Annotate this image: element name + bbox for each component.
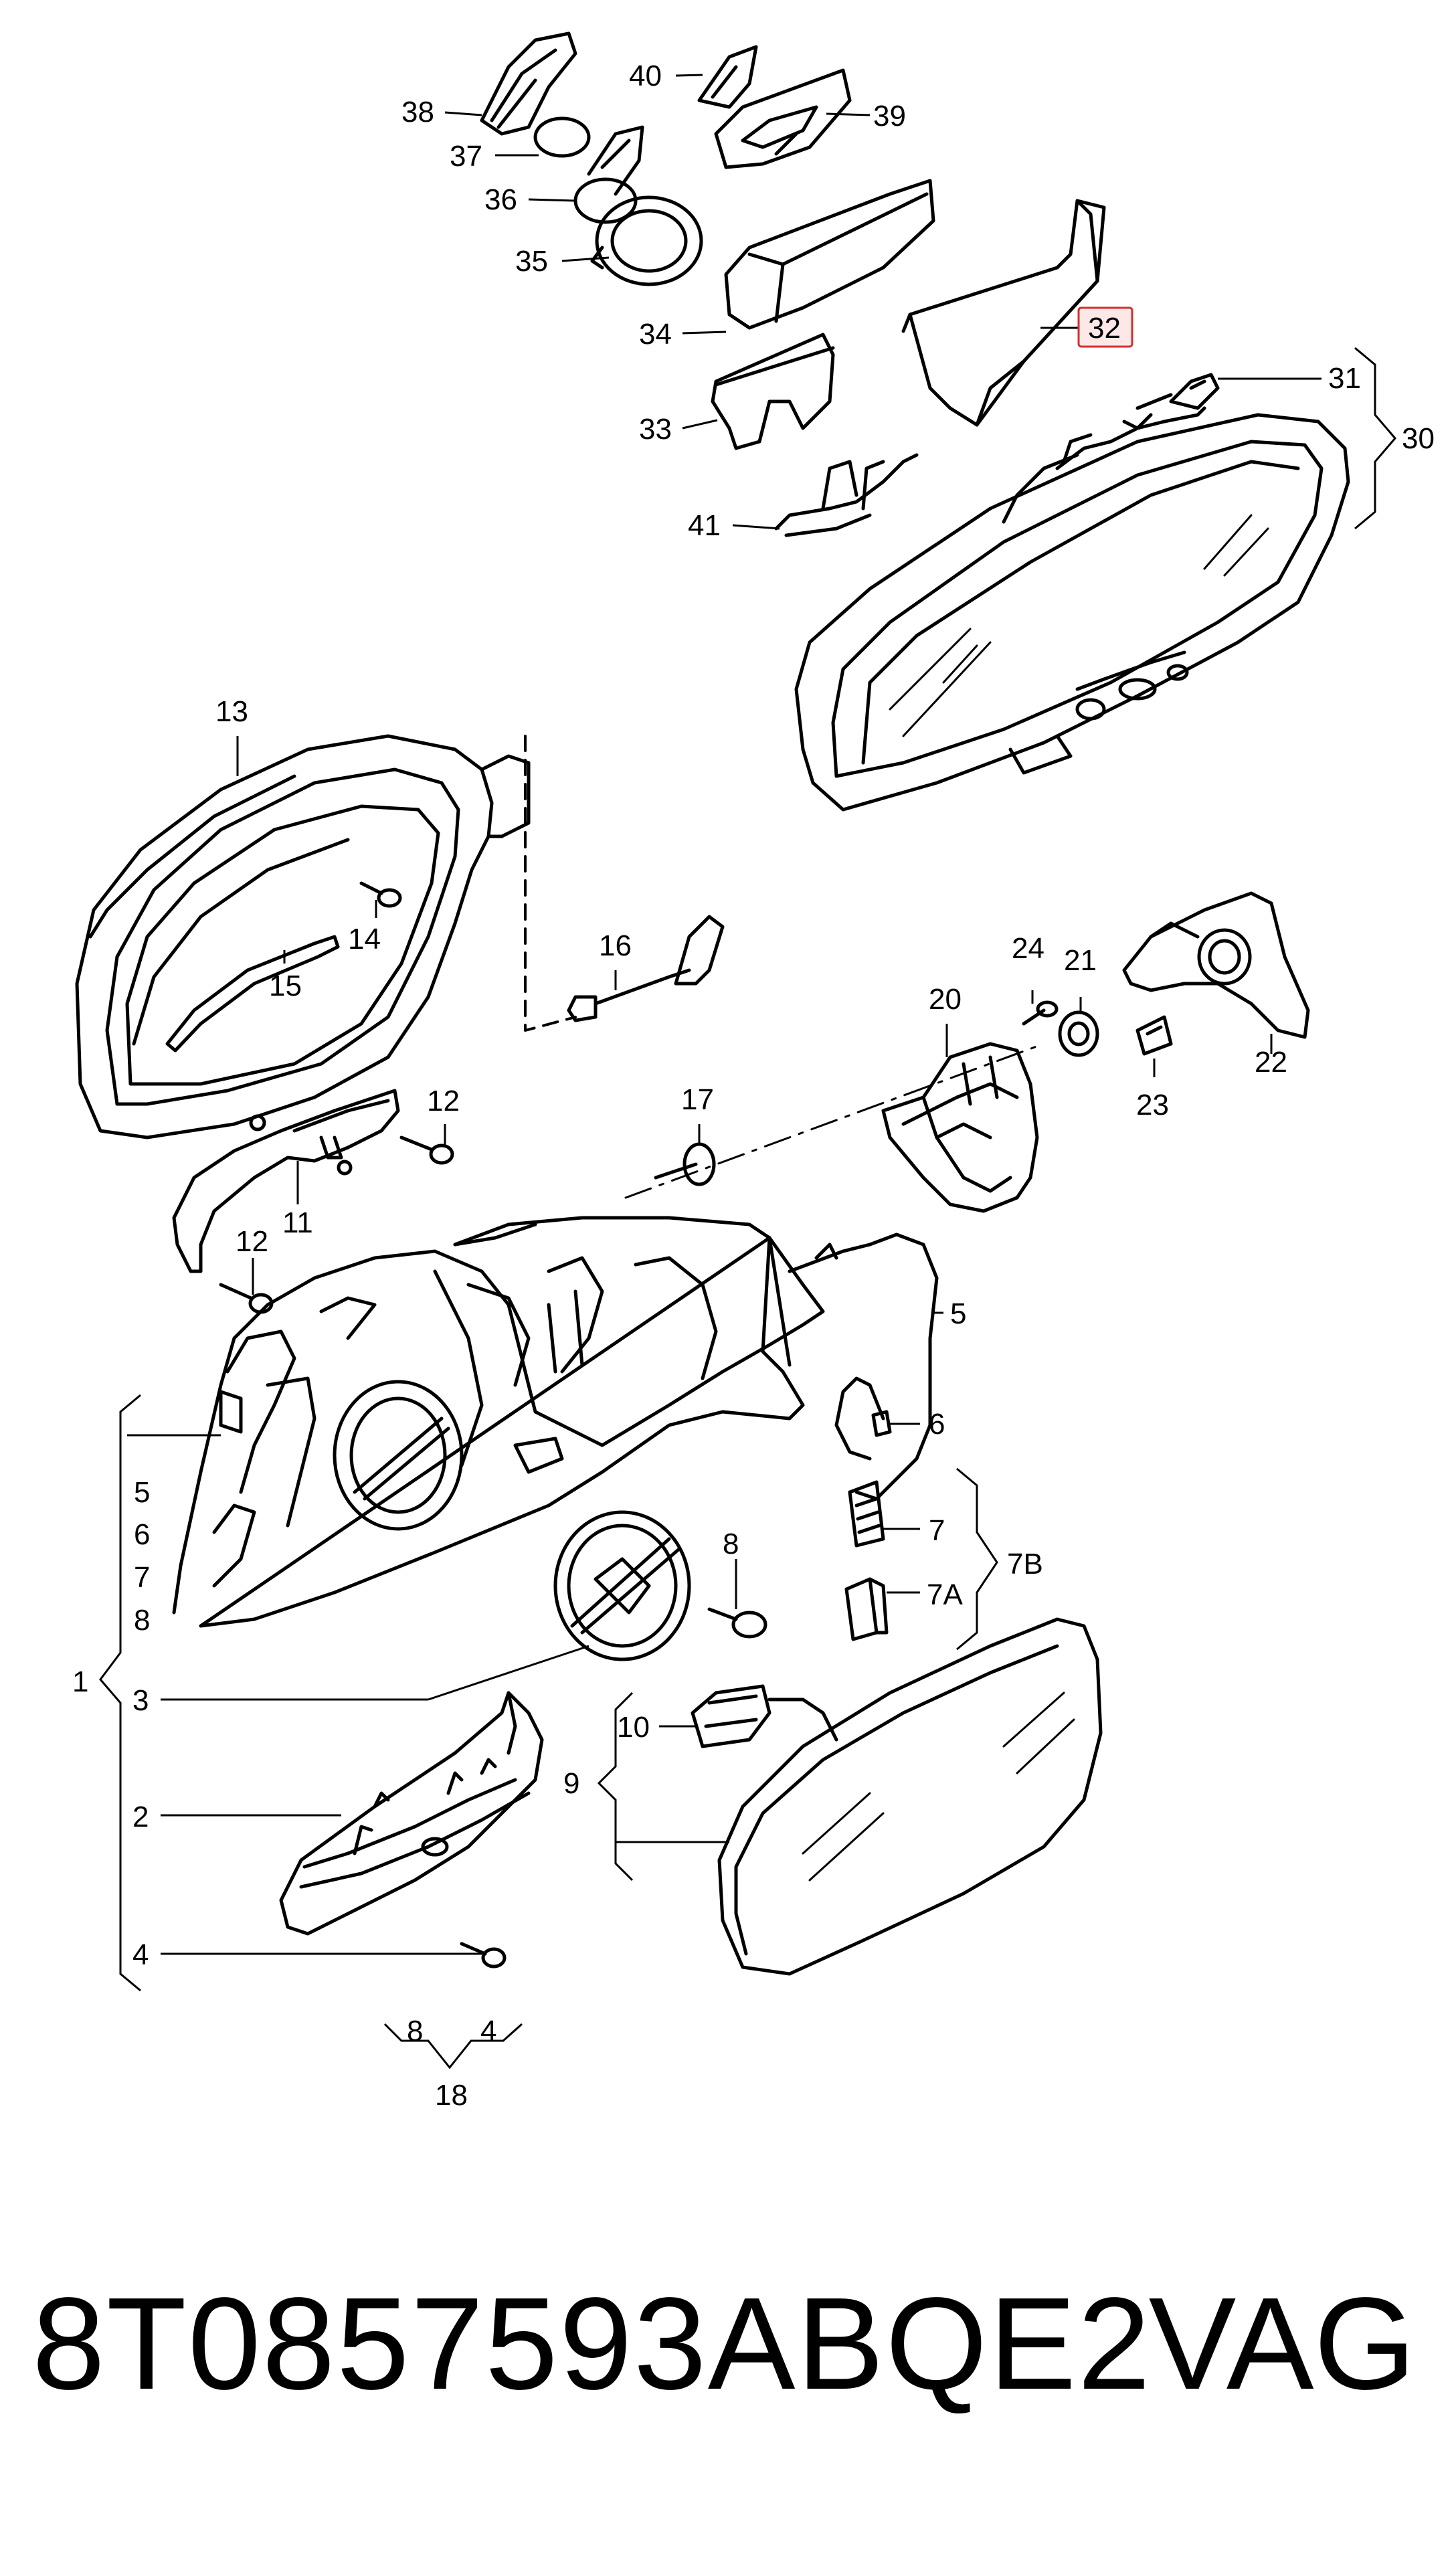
part-14-screw xyxy=(359,881,402,908)
part-label-31: 31 xyxy=(1328,362,1361,395)
part-label-8-screw: 8 xyxy=(723,1528,739,1560)
part-34-housing-cover xyxy=(724,179,935,330)
part-label-7: 7 xyxy=(929,1514,945,1547)
part-24-screw xyxy=(1022,1000,1059,1026)
part-22-base-cover xyxy=(1122,891,1310,1039)
part-label-36: 36 xyxy=(484,183,517,216)
part-label-33: 33 xyxy=(639,413,672,446)
part-label-18: 18 xyxy=(435,2079,468,2112)
part-6-connector xyxy=(871,1410,892,1437)
bracket-1 xyxy=(99,1394,141,1992)
part-label-5-list: 5 xyxy=(134,1476,150,1509)
part-label-30: 30 xyxy=(1402,422,1435,455)
part-label-15: 15 xyxy=(269,970,302,1002)
part-23-clip xyxy=(1135,1015,1173,1056)
part-2-lower-cover xyxy=(279,1691,544,1936)
part-label-6-connector: 6 xyxy=(929,1408,945,1441)
part-41-spring-clip xyxy=(774,453,919,537)
part-label-8-kit: 8 xyxy=(407,2015,423,2047)
part-label-7b: 7B xyxy=(1007,1548,1043,1580)
part-label-32: 32 xyxy=(1088,312,1121,345)
highlight-box-32 xyxy=(1077,306,1133,348)
part-label-11: 11 xyxy=(282,1206,313,1239)
part-10-heater-connector xyxy=(691,1684,838,1748)
part-5-wiring-harness xyxy=(788,1232,939,1501)
part-label-39: 39 xyxy=(873,100,906,132)
part-label-1: 1 xyxy=(72,1665,88,1698)
part-38-bracket xyxy=(480,31,577,136)
part-11-bracket xyxy=(172,1089,400,1273)
part-12-screw-upper xyxy=(399,1135,454,1165)
part-36-connector xyxy=(573,125,644,224)
part-20-motor-bracket xyxy=(881,1042,1039,1213)
part-31-connector xyxy=(1122,373,1220,430)
part-label-22: 22 xyxy=(1255,1046,1287,1079)
part-label-14: 14 xyxy=(348,923,381,955)
part-label-6-list: 6 xyxy=(134,1518,150,1551)
part-7-connector-housing xyxy=(848,1480,885,1548)
part-label-3: 3 xyxy=(132,1684,149,1717)
part-label-38: 38 xyxy=(401,96,434,128)
part-15-trim-strip xyxy=(165,935,340,1053)
part-label-40: 40 xyxy=(629,60,662,92)
part-4-screw xyxy=(460,1942,507,1969)
part-label-20: 20 xyxy=(929,983,962,1016)
part-label-41: 41 xyxy=(688,509,721,542)
part-label-23: 23 xyxy=(1136,1089,1169,1121)
part-label-13: 13 xyxy=(215,695,248,728)
part-37-o-ring xyxy=(533,116,591,158)
part-3-adjust-disc xyxy=(553,1510,691,1661)
part-7a-connector-housing xyxy=(844,1577,889,1641)
part-label-17: 17 xyxy=(681,1083,714,1116)
part-label-12-lower: 12 xyxy=(236,1225,268,1258)
part-label-35: 35 xyxy=(515,245,548,278)
part-8-screw xyxy=(707,1607,767,1639)
part-9-mirror-glass xyxy=(717,1617,1103,1976)
bracket-9 xyxy=(597,1692,634,1882)
part-label-37: 37 xyxy=(450,140,482,173)
bracket-7b xyxy=(956,1467,998,1651)
part-33-lower-cover xyxy=(711,333,835,450)
part-label-12-upper: 12 xyxy=(427,1085,460,1117)
part-1-mirror-base xyxy=(172,1216,825,1628)
part-label-34: 34 xyxy=(639,318,672,351)
part-13-housing-shell xyxy=(75,734,531,1139)
part-label-21: 21 xyxy=(1064,944,1097,977)
brand-name: VAG xyxy=(1148,2270,1416,2417)
part-label-5-harness: 5 xyxy=(950,1297,966,1330)
part-label-24: 24 xyxy=(1012,932,1044,965)
part-40-clip xyxy=(697,45,758,109)
part-label-4-kit: 4 xyxy=(480,2015,496,2047)
part-21-grommet xyxy=(1058,1010,1099,1057)
part-32-mirror-base-cover xyxy=(901,199,1106,427)
part-16-cable xyxy=(567,915,725,1022)
part-39-sensor-cover xyxy=(714,68,852,169)
part-label-2: 2 xyxy=(132,1801,149,1833)
part-label-10: 10 xyxy=(617,1711,650,1744)
part-label-8-list: 8 xyxy=(134,1604,150,1637)
part-label-7-list: 7 xyxy=(134,1561,150,1594)
part-label-7a: 7A xyxy=(927,1578,963,1611)
part-35-disc xyxy=(590,195,703,286)
part-number: 8T0857593ABQE2 xyxy=(32,2270,1152,2417)
part-17-screw xyxy=(654,1142,716,1186)
bracket-30 xyxy=(1354,347,1396,530)
bracket-18 xyxy=(383,2023,523,2070)
part-label-4-screw: 4 xyxy=(132,1938,149,1971)
part-30-rear-view-mirror xyxy=(794,406,1350,812)
footer: 8T0857593ABQE2 VAG xyxy=(0,2268,1456,2442)
part-label-9: 9 xyxy=(563,1767,579,1800)
part-label-16: 16 xyxy=(599,929,632,962)
